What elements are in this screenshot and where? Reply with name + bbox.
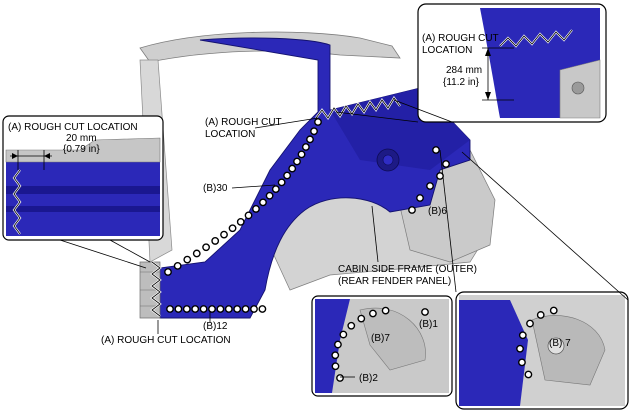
- detail-box-bottom-center: (B)7 (B)1 (B)2: [311, 295, 453, 397]
- weld-spot: [258, 305, 267, 313]
- weld-spot: [211, 237, 220, 245]
- weld-spot: [174, 305, 183, 313]
- weld-spot: [183, 255, 192, 264]
- weld-spot: [518, 358, 526, 367]
- weld-spot: [173, 261, 182, 270]
- dim-left-mm: 20 mm: [66, 133, 97, 144]
- filler-opening-inner: [382, 154, 394, 166]
- weld-spot: [202, 243, 210, 252]
- dim-top-in: {11.2 in}: [443, 77, 480, 88]
- weld-spot: [432, 146, 440, 154]
- weld-spot: [426, 182, 434, 190]
- weld-spot: [277, 178, 286, 187]
- weld-spot: [442, 160, 450, 168]
- weld-spot: [408, 206, 416, 214]
- weld-spot: [331, 351, 340, 360]
- weld-spot: [216, 305, 225, 313]
- weld-spot: [192, 249, 201, 258]
- weld-spot: [314, 118, 322, 126]
- weld-spot: [421, 308, 429, 316]
- weld-spot: [347, 321, 356, 330]
- weld-spot: [182, 305, 191, 313]
- label-b6: (B)6: [428, 206, 447, 217]
- weld-spot: [191, 305, 200, 313]
- rough-cut-label-bottom: (A) ROUGH CUT LOCATION: [101, 335, 231, 346]
- weld-spots-b12: [166, 305, 267, 313]
- detail-box-left: (A) ROUGH CUT LOCATION 20 mm {0.79 in}: [2, 115, 164, 241]
- weld-spot: [259, 198, 267, 207]
- rough-cut-label-center-2: LOCATION: [205, 129, 255, 140]
- weld-spot: [164, 268, 172, 276]
- label-b12: (B)12: [203, 321, 228, 332]
- weld-spot: [336, 374, 344, 382]
- weld-spot: [288, 164, 297, 173]
- weld-spot: [549, 306, 558, 315]
- weld-spot: [271, 185, 280, 194]
- label-b2: (B)2: [359, 373, 378, 384]
- weld-spot: [339, 330, 348, 339]
- weld-spot: [381, 306, 390, 315]
- weld-spot: [369, 309, 377, 318]
- weld-spots-b30: [164, 118, 322, 276]
- weld-spots-b6: [408, 146, 450, 214]
- weld-spot: [524, 370, 533, 379]
- weld-spot: [250, 305, 258, 313]
- weld-spot: [241, 305, 250, 313]
- weld-spot: [252, 205, 260, 213]
- weld-spot: [518, 331, 527, 340]
- weld-spot: [265, 191, 274, 200]
- weld-spot: [199, 305, 208, 313]
- weld-spot: [516, 344, 524, 353]
- weld-spot: [233, 305, 242, 313]
- weld-spot: [306, 135, 314, 144]
- weld-spot: [244, 211, 253, 220]
- label-b7-right: (B) 7: [549, 338, 571, 349]
- frame-name-line1: CABIN SIDE FRAME (OUTER): [338, 264, 477, 275]
- weld-spot: [357, 314, 366, 323]
- weld-spot: [310, 127, 318, 136]
- weld-spot: [436, 172, 444, 180]
- weld-spot: [220, 230, 228, 239]
- weld-spot: [536, 311, 545, 319]
- rough-cut-line-pillar: [315, 96, 401, 120]
- weld-spot: [208, 305, 216, 313]
- rough-cut-label-top-1: (A) ROUGH CUT: [422, 33, 499, 44]
- weld-spot: [334, 340, 342, 349]
- weld-spot: [224, 305, 233, 313]
- weld-spot: [166, 305, 174, 313]
- weld-spot: [331, 362, 340, 371]
- rough-cut-label-left: (A) ROUGH CUT LOCATION: [8, 122, 138, 133]
- label-b7-center: (B)7: [371, 333, 390, 344]
- label-b30: (B)30: [203, 183, 228, 194]
- dim-top-mm: 284 mm: [446, 65, 482, 76]
- dim-left-in: {0.79 in}: [63, 144, 100, 155]
- rough-cut-label-top-2: LOCATION: [422, 45, 472, 56]
- weld-spot: [416, 194, 424, 202]
- weld-spot: [293, 157, 301, 166]
- weld-spot: [228, 224, 237, 233]
- weld-spot: [236, 217, 245, 226]
- weld-spot: [526, 319, 534, 328]
- weld-spot: [297, 150, 306, 159]
- detail-box-bottom-right: (B) 7: [455, 291, 629, 410]
- weld-spot: [283, 171, 291, 180]
- rough-cut-label-center-1: (A) ROUGH CUT: [205, 117, 282, 128]
- rough-cut-line-sill: [150, 261, 162, 317]
- detail-box-top-right: (A) ROUGH CUT LOCATION 284 mm {11.2 in}: [417, 3, 607, 123]
- frame-name-line2: (REAR FENDER PANEL): [338, 276, 451, 287]
- weld-spot: [301, 143, 310, 151]
- label-b1: (B)1: [419, 319, 438, 330]
